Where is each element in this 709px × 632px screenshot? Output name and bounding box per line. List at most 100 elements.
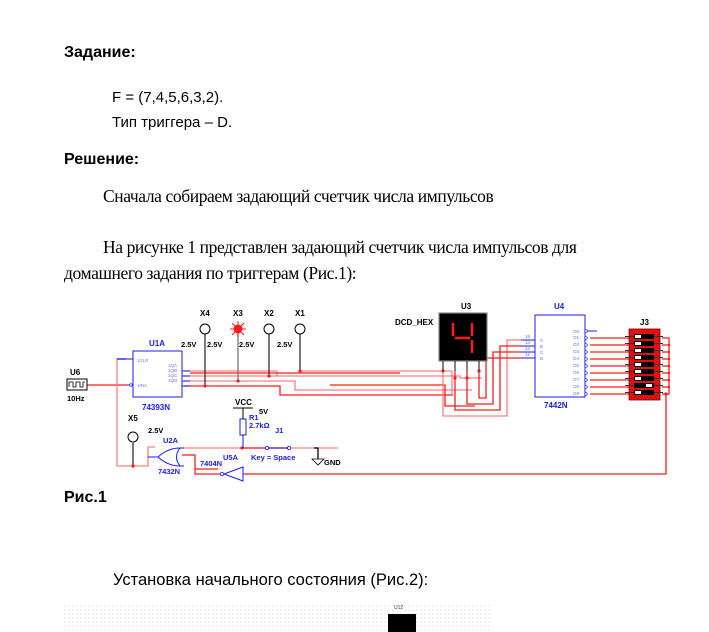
dip-slot[interactable] (634, 348, 654, 353)
square-wave-icon (68, 381, 85, 388)
probe-x4[interactable]: X4 2.5V (181, 309, 211, 349)
dip-knob (635, 391, 641, 394)
svg-text:O0: O0 (573, 329, 580, 334)
svg-text:1QB: 1QB (168, 368, 177, 373)
svg-text:U1A: U1A (149, 339, 165, 348)
dip-knob (635, 356, 641, 359)
junction-dots (131, 343, 671, 468)
wire-a (330, 384, 475, 407)
svg-text:7432N: 7432N (158, 467, 180, 476)
svg-text:10Hz: 10Hz (67, 394, 85, 403)
svg-text:X1: X1 (295, 309, 305, 318)
paragraph-counter-intro: Сначала собираем задающий счетчик числа … (103, 186, 494, 206)
wire-qd (184, 385, 453, 396)
svg-text:B: B (540, 344, 543, 349)
svg-text:X5: X5 (128, 414, 138, 423)
dip-slot[interactable] (634, 376, 654, 381)
paragraph-figure-ref-line1: На рисунке 1 представлен задающий счетчи… (103, 237, 577, 257)
decoder-u4[interactable]: U4 A B C D 15 14 13 12 O0 O1 O2 O3 O4 O5… (521, 302, 597, 410)
dip-knob (646, 384, 652, 387)
wire-or-in2 (182, 454, 218, 470)
dip-slot[interactable] (634, 383, 654, 388)
svg-text:7404N: 7404N (200, 459, 222, 468)
dip-knob (635, 335, 641, 338)
resistor-r1[interactable]: R1 2.7kΩ (239, 413, 270, 448)
svg-text:1QD: 1QD (168, 378, 178, 383)
circuit-diagram: X4 2.5V X3 2.5V X2 2.5V X1 2.5V X5 2.5V … (66, 302, 671, 482)
svg-text:O7: O7 (573, 377, 580, 382)
svg-text:7442N: 7442N (544, 401, 568, 410)
svg-text:2.5V: 2.5V (148, 426, 163, 435)
dip-knob (635, 349, 641, 352)
svg-text:2.5V: 2.5V (277, 340, 292, 349)
dip-slot[interactable] (634, 355, 654, 360)
ground-icon (311, 458, 325, 466)
svg-text:Key = Space: Key = Space (251, 453, 295, 462)
svg-text:U2A: U2A (163, 436, 179, 445)
svg-text:O9: O9 (573, 391, 580, 396)
dip-slot[interactable] (634, 341, 654, 346)
svg-text:D: D (540, 356, 544, 361)
svg-text:X2: X2 (264, 309, 274, 318)
svg-text:O3: O3 (573, 349, 580, 354)
dip-knob (635, 377, 641, 380)
inverter-u5a[interactable]: U5A 7404N (194, 453, 244, 482)
counter-u1a[interactable]: U1A 1CLR 1INA 1QA 1QB 1QC 1QD 74393N (126, 339, 190, 412)
svg-text:U3: U3 (461, 302, 472, 311)
dip-slot[interactable] (634, 369, 654, 374)
trigger-type: Тип триггера – D. (112, 114, 233, 131)
wire-feedback (243, 394, 667, 475)
svg-text:15: 15 (525, 334, 531, 339)
dip-knob (635, 363, 641, 366)
wire-gnd (314, 447, 319, 459)
probe-lamp-icon (199, 323, 211, 335)
svg-text:13: 13 (525, 346, 531, 351)
heading-task: Задание: (64, 44, 136, 61)
probe-x3[interactable]: X3 2.5V (207, 309, 246, 349)
heading-solution: Решение: (64, 151, 140, 168)
svg-text:J1: J1 (275, 426, 283, 435)
switch-j1[interactable]: J1 Key = Space (251, 426, 295, 462)
svg-text:U4: U4 (554, 302, 565, 311)
svg-text:2.5V: 2.5V (207, 340, 222, 349)
dip-slot[interactable] (634, 362, 654, 367)
svg-text:74393N: 74393N (142, 403, 170, 412)
svg-text:12: 12 (525, 352, 531, 357)
svg-text:1QA: 1QA (168, 363, 177, 368)
inverter-icon (222, 466, 244, 482)
ground-symbol: GND (311, 458, 341, 467)
decoder-output-wires (590, 337, 630, 395)
seven-segment-digit-4 (451, 323, 474, 353)
probe-x1[interactable]: X1 2.5V (277, 309, 306, 349)
probe-lamp-icon (127, 431, 139, 443)
wire-x1 (300, 370, 453, 395)
dip-switch-j3[interactable]: J3 (625, 318, 663, 401)
svg-text:U5A: U5A (223, 453, 239, 462)
dip-knob (635, 342, 641, 345)
dip-slot[interactable] (634, 390, 654, 395)
figure-2-partial: U12 (63, 604, 490, 632)
or-gate-u2a[interactable]: U2A 7432N (148, 436, 184, 476)
svg-text:O2: O2 (573, 342, 580, 347)
svg-text:J3: J3 (640, 318, 649, 327)
clock-source-u6[interactable]: U6 10Hz (66, 368, 88, 403)
svg-text:1QC: 1QC (168, 373, 178, 378)
vcc-source: VCC 5V (233, 398, 268, 420)
svg-text:C: C (540, 350, 544, 355)
wire-disp-1 (442, 339, 521, 417)
probe-x2[interactable]: X2 2.5V (239, 309, 275, 349)
wire-qb (184, 375, 482, 379)
figure-1-caption: Рис.1 (64, 489, 107, 506)
paragraph-figure-ref-line2: домашнего задания по триггерам (Рис.1): (64, 263, 357, 283)
dip-slot[interactable] (634, 334, 654, 339)
paragraph-initial-state: Установка начального состояния (Рис.2): (113, 571, 429, 589)
wire-disp-3 (466, 351, 521, 405)
probe-x5[interactable]: X5 2.5V (127, 414, 163, 443)
wire-qa (184, 370, 278, 376)
function-definition: F = (7,4,5,6,3,2). (112, 89, 224, 106)
svg-text:1CLR: 1CLR (137, 358, 149, 363)
hex-display-u3[interactable]: U3 DCD_HEX (395, 302, 488, 371)
svg-text:2.7kΩ: 2.7kΩ (249, 421, 270, 430)
svg-text:DCD_HEX: DCD_HEX (395, 318, 434, 327)
wire-disp-4 (478, 357, 521, 399)
